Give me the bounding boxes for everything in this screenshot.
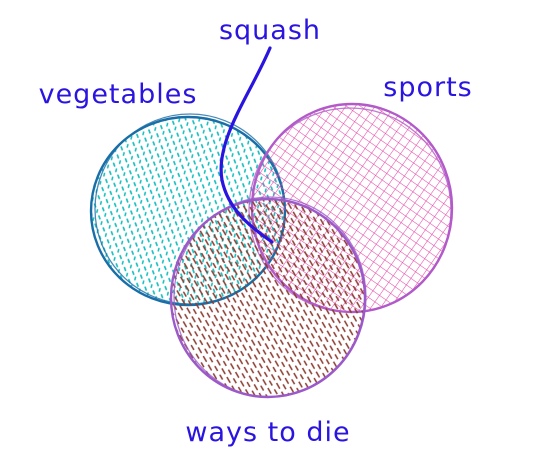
squash-callout-line [219,46,274,244]
sports-label: sports [383,72,472,103]
ways-to-die-label: ways to die [185,417,350,448]
set-ways-to-die [169,196,367,399]
vegetables-label: vegetables [39,79,198,110]
squash-label: squash [219,15,321,46]
ways-to-die-fill [171,199,365,397]
